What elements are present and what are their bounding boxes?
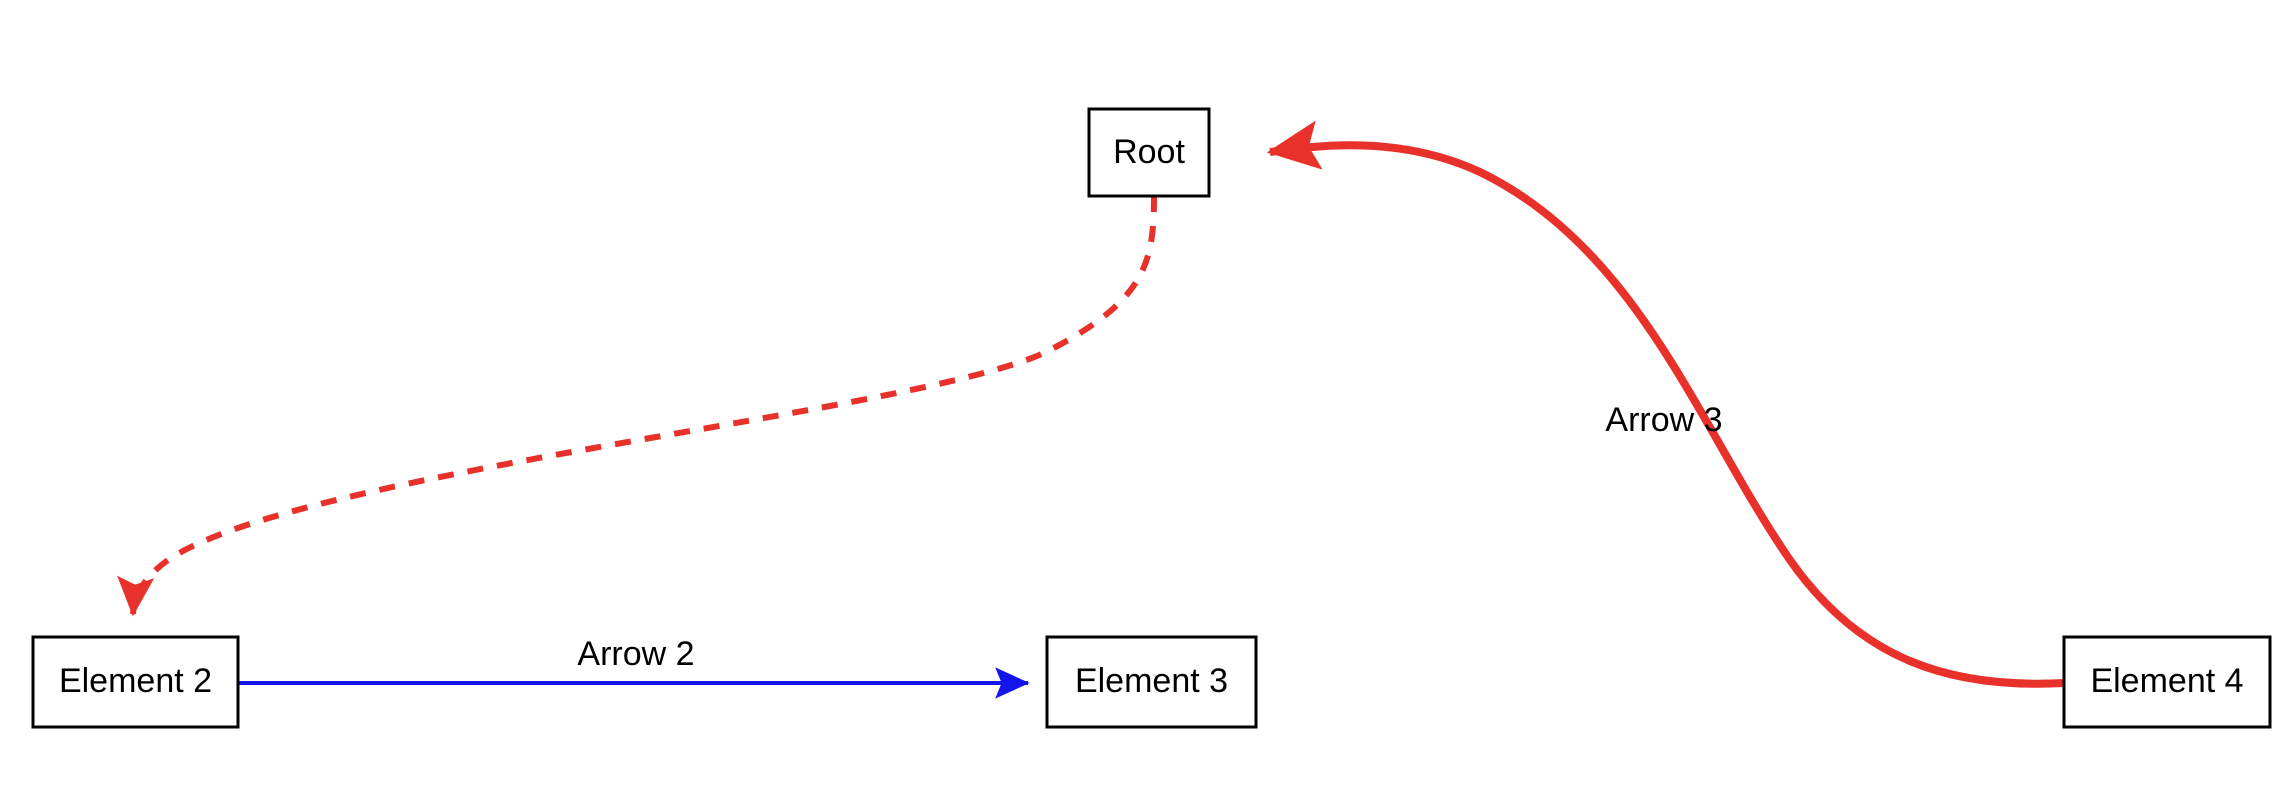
edge-label-arrow3: Arrow 3 xyxy=(1605,401,1722,439)
node-element4-rect[interactable] xyxy=(2062,635,2272,729)
node-element2-label: Element 2 xyxy=(59,662,212,700)
node-element3-label: Element 3 xyxy=(1075,662,1228,700)
edge-arrow3[interactable]: Arrow 3 xyxy=(1266,120,2065,688)
node-root[interactable]: Root xyxy=(1087,107,1211,198)
edge-arrow2[interactable]: Arrow 2 xyxy=(238,635,1030,699)
edge-label-arrow2: Arrow 2 xyxy=(577,635,694,673)
node-element4[interactable]: Element 4 xyxy=(2062,635,2272,729)
edge-arrow3-path[interactable] xyxy=(1266,120,2065,688)
node-element2[interactable]: Element 2 xyxy=(31,635,240,729)
edge-arrow1-path[interactable] xyxy=(117,195,1157,617)
edge-arrow1[interactable] xyxy=(117,195,1157,617)
node-element3-rect[interactable] xyxy=(1045,635,1258,729)
node-element3[interactable]: Element 3 xyxy=(1045,635,1258,729)
node-root-rect[interactable] xyxy=(1087,107,1211,198)
node-element4-label: Element 4 xyxy=(2090,662,2243,700)
node-root-label: Root xyxy=(1113,133,1185,171)
node-element2-rect[interactable] xyxy=(31,635,240,729)
